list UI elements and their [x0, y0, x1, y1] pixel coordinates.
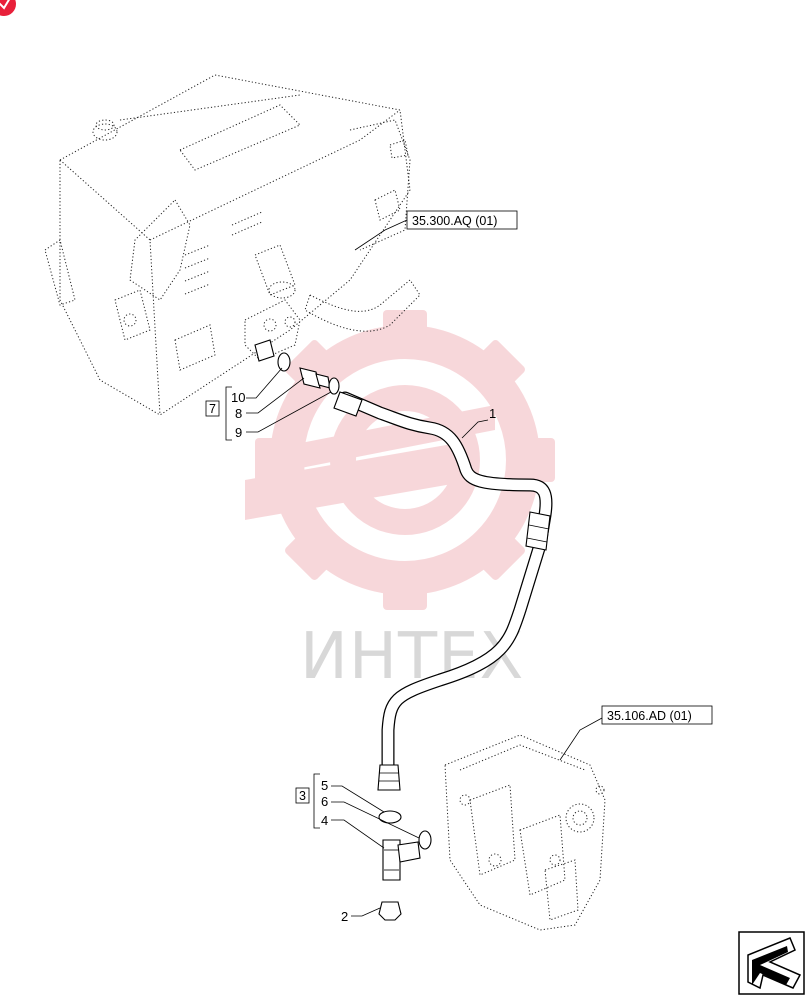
group-label-lower: 3: [299, 789, 306, 803]
o-ring-part-9: [328, 377, 340, 395]
group-bracket-lower: 3: [295, 773, 320, 829]
callout-10: 10: [231, 390, 245, 405]
plug-part-2: [378, 901, 402, 921]
housing-outlet-fitting: [254, 339, 275, 362]
watermark-gear-icon: [245, 310, 555, 610]
pipe-part-1: [333, 391, 553, 791]
adapter-part-8: [299, 367, 331, 389]
upper-housing: [44, 74, 421, 416]
callout-2: 2: [341, 909, 348, 924]
red-dot-icon: [0, 0, 16, 16]
o-ring-part-6: [418, 830, 432, 850]
callout-1: 1: [489, 406, 496, 421]
callout-5: 5: [321, 778, 328, 793]
reference-box-lower[interactable]: 35.106.AD (01): [601, 705, 713, 725]
leader-lines: [246, 219, 603, 917]
o-ring-part-10: [277, 352, 291, 372]
tee-fitting-part-4: [382, 839, 421, 881]
callout-4: 4: [321, 813, 328, 828]
o-ring-part-5: [378, 810, 402, 824]
group-label-upper: 7: [209, 402, 216, 416]
lower-pump: [444, 734, 606, 931]
reference-link-upper[interactable]: 35.300.AQ (01): [412, 214, 497, 228]
next-page-arrow-icon[interactable]: [738, 931, 805, 995]
callout-6: 6: [321, 794, 328, 809]
callout-9: 9: [235, 425, 242, 440]
reference-box-upper[interactable]: 35.300.AQ (01): [406, 210, 518, 230]
reference-link-lower[interactable]: 35.106.AD (01): [607, 709, 692, 723]
callout-8: 8: [235, 406, 242, 421]
group-bracket-upper: 7: [205, 386, 232, 441]
